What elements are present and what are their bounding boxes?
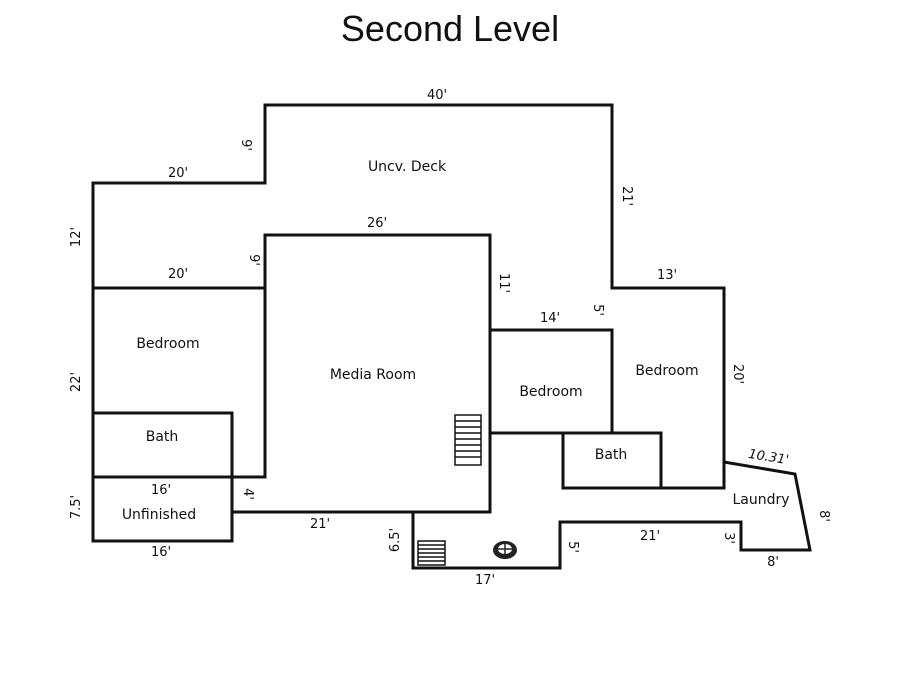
dim-media-bottom: 21' <box>310 517 330 532</box>
dim-deck-left-step: 9' <box>238 139 253 151</box>
dim-media-left-step: 9' <box>246 254 261 266</box>
laundry-top-wall <box>411 460 812 570</box>
dim-bedroom-left-top: 20' <box>168 267 188 282</box>
dim-bedroom-left-height: 22' <box>69 372 84 392</box>
dim-stair-drop: 6.5' <box>388 528 403 552</box>
dim-media-top: 26' <box>367 216 387 231</box>
stairs-bottom-icon <box>417 540 446 566</box>
dim-bottom-span: 17' <box>475 573 495 588</box>
dim-bedroom-mid-step: 5' <box>590 304 605 316</box>
dim-laundry-right: 8' <box>816 510 831 522</box>
dim-bedroom-right-top: 13' <box>657 268 677 283</box>
bedroom-right-walls <box>610 286 726 464</box>
dim-unfinished-bottom: 16' <box>151 545 171 560</box>
dim-deck-right: 21' <box>619 186 634 206</box>
deck-outer-wall <box>91 103 614 292</box>
dim-unfinished-top: 16' <box>151 483 171 498</box>
dim-bedroom-mid-top: 14' <box>540 311 560 326</box>
dim-bottom-run: 21' <box>640 529 660 544</box>
dim-laundry-bottom: 8' <box>767 555 779 570</box>
room-label-media: Media Room <box>330 367 416 383</box>
dim-laundry-diag: 10.31' <box>747 447 790 468</box>
room-label-bedroom-right: Bedroom <box>635 363 698 379</box>
bedroom-mid-walls <box>488 328 614 435</box>
room-label-bath-left: Bath <box>146 429 179 445</box>
room-label-laundry: Laundry <box>732 492 789 508</box>
room-label-bath-right: Bath <box>595 447 628 463</box>
unfinished-walls <box>91 475 234 543</box>
room-label-deck: Uncv. Deck <box>368 159 447 175</box>
room-label-bedroom-left: Bedroom <box>136 336 199 352</box>
room-label-unfinished: Unfinished <box>122 507 196 523</box>
dim-deck-top: 40' <box>427 88 447 103</box>
media-room-wall <box>91 233 492 514</box>
bath-right-walls <box>561 431 663 490</box>
dim-deck-top-left: 20' <box>168 166 188 181</box>
dim-unfinished-step: 4' <box>240 488 255 500</box>
stairs-media-icon <box>454 414 482 466</box>
dim-bedroom-right-height: 20' <box>730 364 745 384</box>
dim-unfinished-height: 7.5' <box>69 495 84 519</box>
dim-left-upper-height: 12' <box>69 227 84 247</box>
dim-bottom-step: 5' <box>565 541 580 553</box>
room-label-bedroom-mid: Bedroom <box>519 384 582 400</box>
bath-left-walls <box>91 411 234 479</box>
spiral-stair-icon <box>493 541 517 559</box>
dim-laundry-step: 3' <box>721 532 736 544</box>
plan-title: Second Level <box>340 8 560 49</box>
dim-media-right-upper: 11' <box>496 273 511 293</box>
